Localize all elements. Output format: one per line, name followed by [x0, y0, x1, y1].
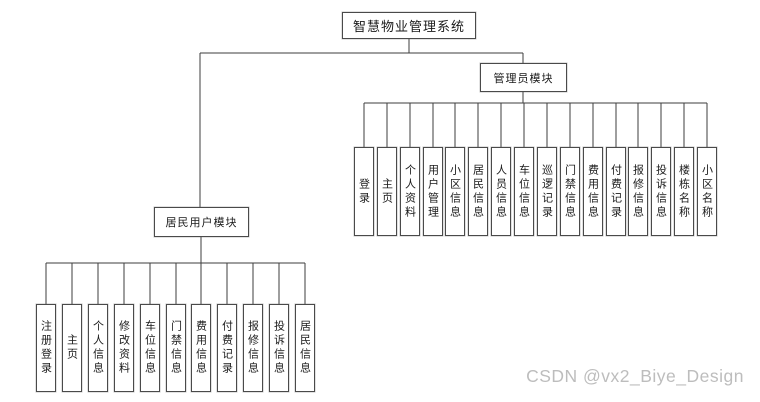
node-admin-parking-info: 车位信息 — [514, 147, 534, 236]
node-label: 投诉信息 — [272, 320, 286, 376]
node-label: 修改资料 — [117, 320, 131, 376]
node-label: 费用信息 — [586, 163, 600, 220]
node-label: 付费记录 — [609, 163, 623, 220]
node-label: 智慧物业管理系统 — [352, 20, 465, 35]
node-label: 费用信息 — [194, 320, 208, 376]
node-admin-building-name: 楼栋名称 — [674, 147, 694, 236]
node-label: 主页 — [380, 177, 394, 206]
csdn-watermark: CSDN @vx2_Biye_Design — [526, 366, 744, 386]
node-admin-resident-info: 居民信息 — [468, 147, 488, 236]
node-label: 用户管理 — [426, 163, 440, 220]
node-label: 主页 — [65, 334, 79, 362]
node-admin-access-control-info: 门禁信息 — [560, 147, 580, 236]
node-label: 个人资料 — [403, 163, 417, 220]
node-admin-patrol-records: 巡逻记录 — [537, 147, 557, 236]
node-label: 居民信息 — [298, 320, 312, 376]
node-resident-payment-records: 付费记录 — [217, 304, 237, 392]
node-resident-fee-info: 费用信息 — [191, 304, 211, 392]
node-admin-profile: 个人资料 — [400, 147, 420, 236]
node-resident-edit-profile: 修改资料 — [114, 304, 134, 392]
node-label: 楼栋名称 — [677, 163, 691, 220]
node-admin-personnel-info: 人员信息 — [491, 147, 511, 236]
node-label: 巡逻记录 — [540, 163, 554, 220]
node-admin-user-management: 用户管理 — [423, 147, 443, 236]
node-label: 居民信息 — [471, 163, 485, 220]
node-label: 居民用户模块 — [165, 216, 238, 229]
node-admin-payment-records: 付费记录 — [606, 147, 626, 236]
node-label: 投诉信息 — [654, 163, 668, 220]
node-label: 付费记录 — [220, 320, 234, 376]
node-label: 门禁信息 — [563, 163, 577, 220]
node-admin-fee-info: 费用信息 — [583, 147, 603, 236]
node-admin-module: 管理员模块 — [480, 63, 567, 92]
node-admin-community-info: 小区信息 — [445, 147, 465, 236]
node-admin-complaint-info: 投诉信息 — [651, 147, 671, 236]
node-resident-home: 主页 — [62, 304, 82, 392]
node-admin-home: 主页 — [377, 147, 397, 236]
node-label: 人员信息 — [494, 163, 508, 220]
node-label: 注册登录 — [39, 320, 53, 376]
node-label: 小区名称 — [700, 163, 714, 220]
node-label: 小区信息 — [448, 163, 462, 220]
node-resident-module: 居民用户模块 — [154, 207, 249, 237]
node-label: 管理员模块 — [493, 71, 554, 85]
node-label: 个人信息 — [91, 320, 105, 376]
node-admin-repair-info: 报修信息 — [628, 147, 648, 236]
node-resident-access-control-info: 门禁信息 — [166, 304, 186, 392]
node-resident-resident-info: 居民信息 — [295, 304, 315, 392]
node-admin-community-name: 小区名称 — [697, 147, 717, 236]
node-label: 门禁信息 — [169, 320, 183, 376]
node-resident-register-login: 注册登录 — [36, 304, 56, 392]
node-label: 车位信息 — [143, 320, 157, 376]
node-resident-parking-info: 车位信息 — [140, 304, 160, 392]
node-system-title: 智慧物业管理系统 — [342, 12, 476, 39]
node-admin-login: 登录 — [354, 147, 374, 236]
node-resident-repair-info: 报修信息 — [243, 304, 263, 392]
node-label: 报修信息 — [631, 163, 645, 220]
node-label: 报修信息 — [246, 320, 260, 376]
node-label: 车位信息 — [517, 163, 531, 220]
node-label: 登录 — [357, 177, 371, 206]
node-resident-complaint-info: 投诉信息 — [269, 304, 289, 392]
node-resident-personal-info: 个人信息 — [88, 304, 108, 392]
